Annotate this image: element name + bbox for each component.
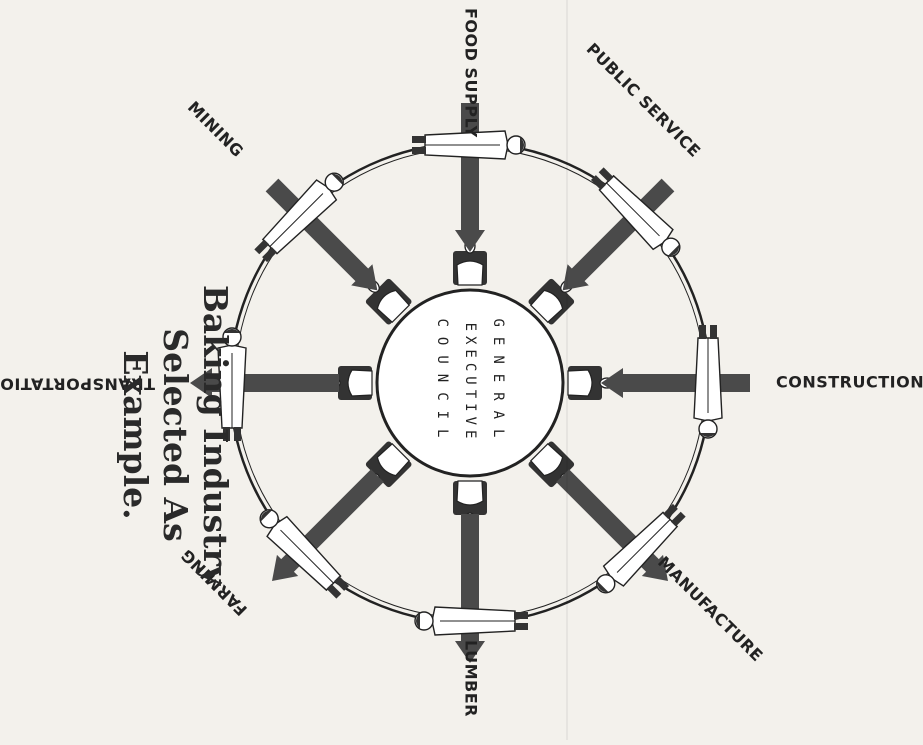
worker-boot (412, 136, 426, 143)
worker-boot (234, 427, 241, 441)
center-text: COUNCIL (434, 318, 450, 447)
worker-boot (412, 147, 426, 154)
center-text-line: EXECUTIVE (462, 323, 478, 444)
caption-line: Example. (115, 285, 155, 585)
council-body (457, 261, 483, 285)
industry-spoke: CONSTRUCTION (601, 325, 923, 438)
caption-line: Baking Industry (195, 285, 235, 585)
paper-fold-line (566, 0, 568, 740)
industry-label: MANUFACTURE (654, 553, 767, 666)
industry-spoke: FOOD SUPPLY (412, 8, 525, 252)
industry-label: MINING (184, 98, 247, 161)
industry-spoke: PUBLIC SERVICE (552, 39, 704, 301)
caption-text: Baking Industry Selected As Example. (115, 285, 235, 585)
center-text-line: GENERAL (490, 318, 506, 447)
worker-boot (514, 623, 528, 630)
worker-figure (415, 607, 528, 635)
industry-label: PUBLIC SERVICE (583, 39, 705, 161)
worker-boot (514, 612, 528, 619)
industry-label: FOOD SUPPLY (462, 8, 481, 138)
industry-spoke: LUMBER (415, 514, 528, 717)
arrow-shape (601, 368, 750, 398)
industry-spoke: MANUFACTURE (552, 465, 767, 665)
center-text: GENERAL (490, 318, 506, 447)
industry-label: CONSTRUCTION (776, 373, 923, 392)
worker-boot (710, 325, 717, 339)
center-text-line: COUNCIL (434, 318, 450, 447)
center-text: EXECUTIVE (462, 323, 478, 444)
industry-label: LUMBER (462, 640, 481, 717)
council-body (348, 370, 372, 396)
council-body (457, 481, 483, 505)
worker-figure (694, 325, 722, 438)
industry-arrow (601, 368, 750, 398)
worker-boot (699, 325, 706, 339)
caption-line: Selected As (155, 285, 195, 585)
industry-spoke: MINING (184, 98, 388, 301)
council-body (568, 370, 592, 396)
